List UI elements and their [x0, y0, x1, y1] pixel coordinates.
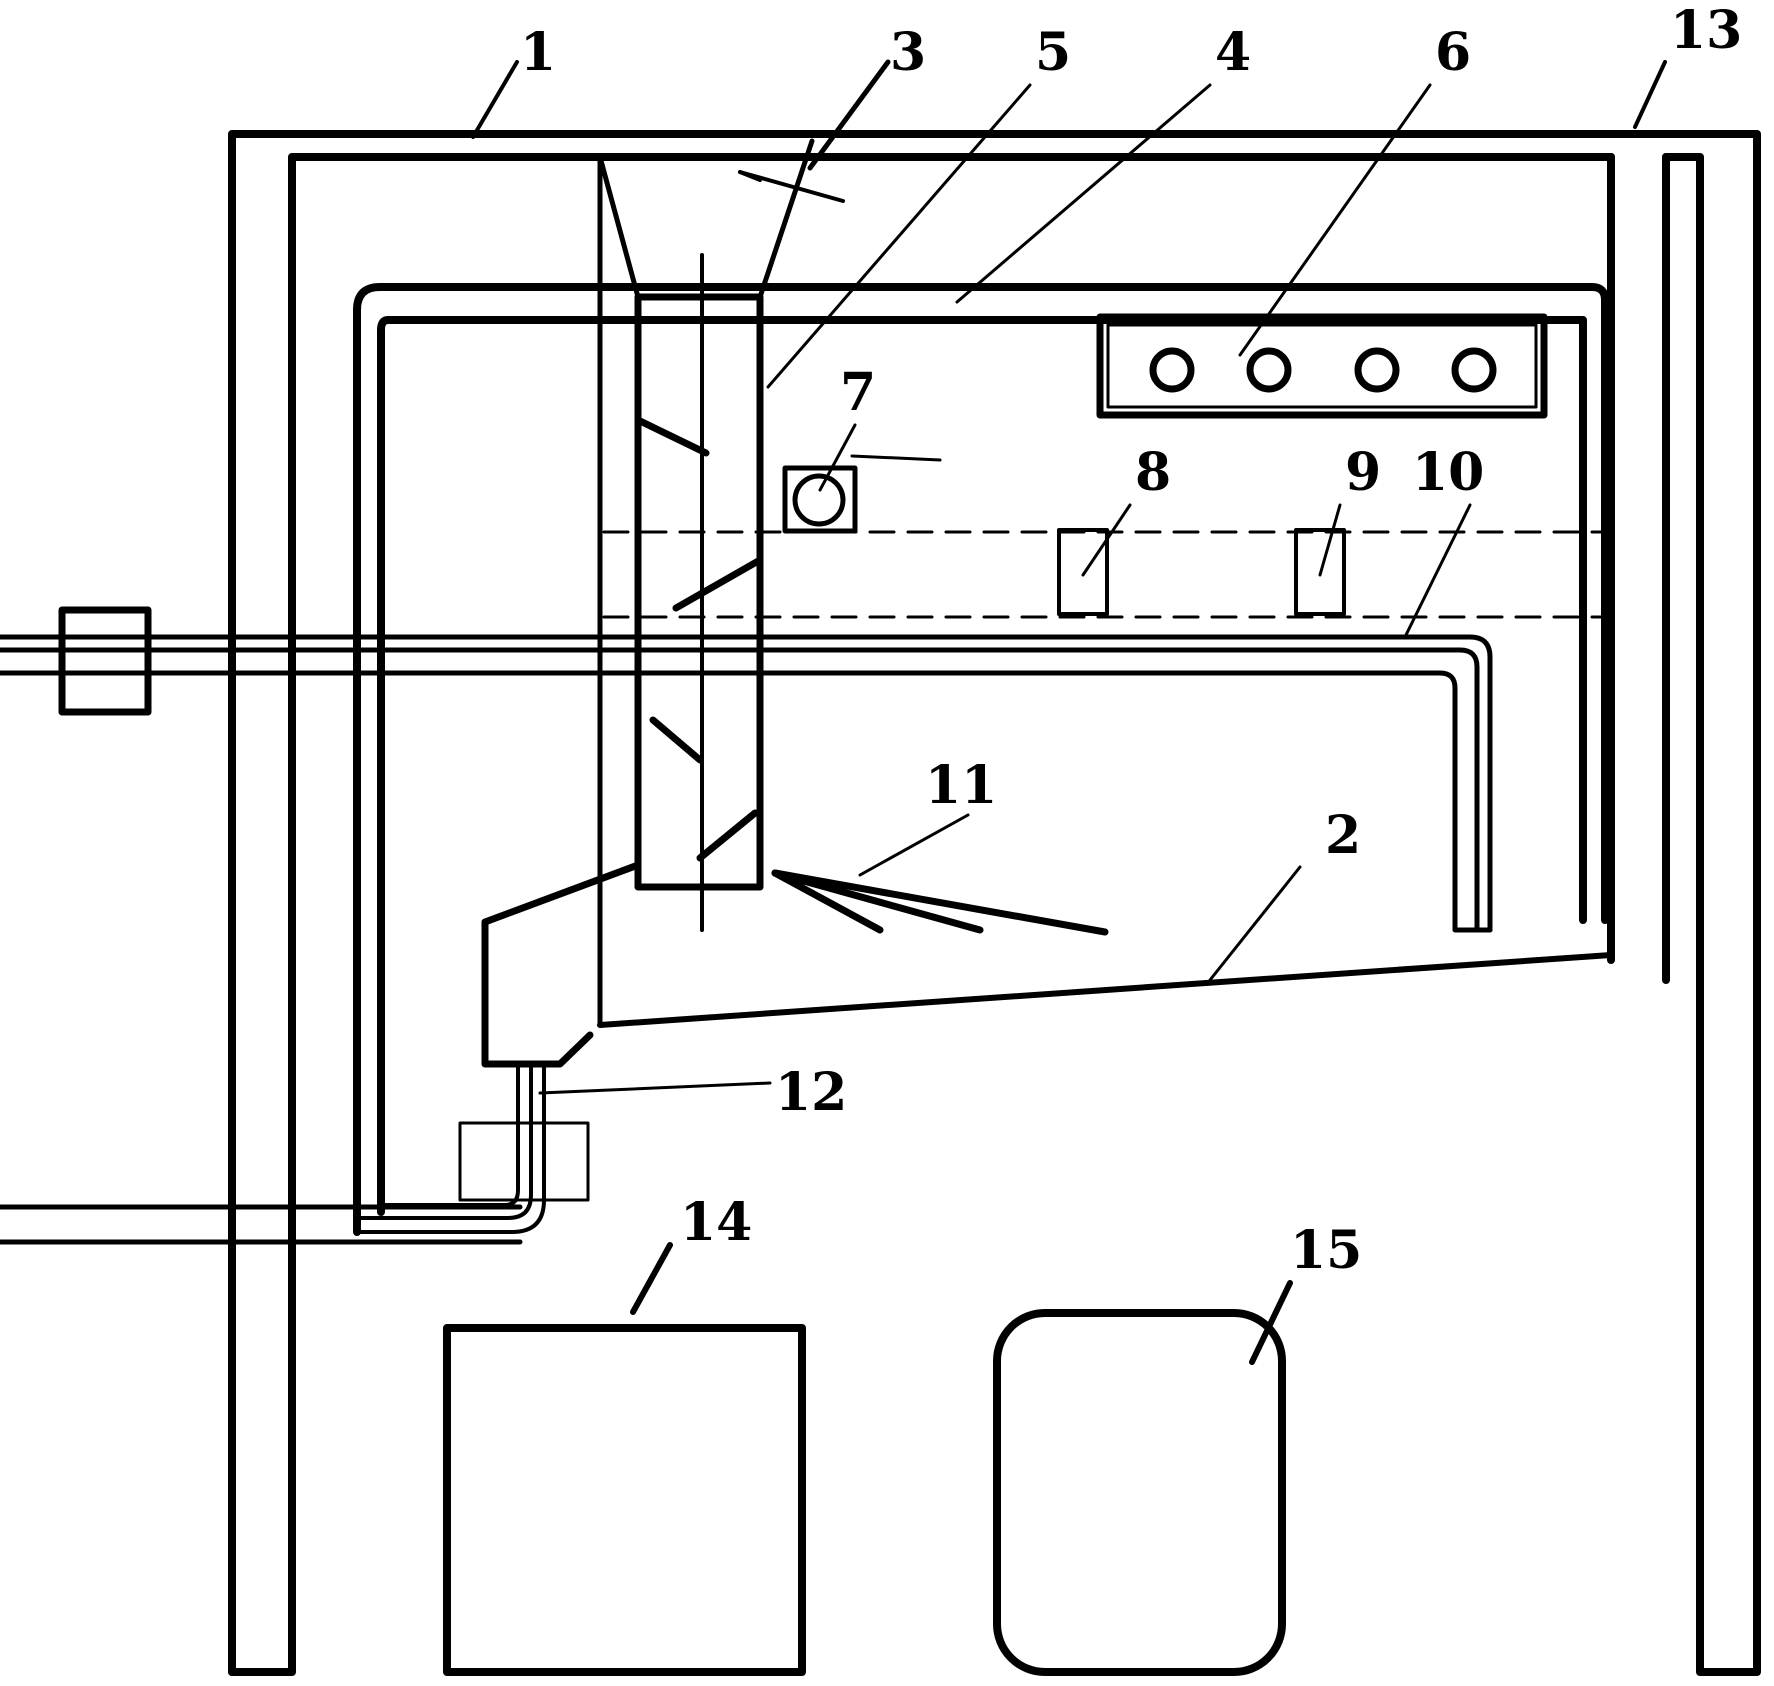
- label-6: 6: [1435, 22, 1471, 83]
- label-8: 8: [1135, 442, 1171, 503]
- label-14: 14: [680, 1192, 752, 1253]
- fan-blades: [771, 869, 1109, 936]
- box-15: [993, 1309, 1286, 1676]
- feeder: [597, 138, 845, 300]
- label-12: 12: [775, 1062, 847, 1123]
- label-11: 11: [925, 755, 997, 816]
- label-9: 9: [1345, 442, 1381, 503]
- lower-housing: [355, 861, 642, 1234]
- sensor-box: [782, 465, 858, 534]
- bottom-pipe: [0, 1204, 523, 1245]
- control-panel: [1096, 313, 1548, 419]
- label-3: 3: [890, 22, 926, 83]
- label-4: 4: [1215, 22, 1251, 83]
- label-7: 7: [840, 362, 876, 423]
- leader-lines: [471, 59, 1667, 1365]
- blocks: [1057, 528, 1346, 616]
- label-15: 15: [1290, 1220, 1362, 1281]
- label-10: 10: [1412, 442, 1484, 503]
- frame: [228, 130, 1761, 1676]
- number-labels: 1 2 3 4 5 6 7 8 9 10 11 12 13 14 15: [520, 0, 1742, 1281]
- label-13: 13: [1670, 0, 1742, 61]
- inner-loop: [353, 283, 1609, 1236]
- column: [634, 253, 764, 932]
- label-5: 5: [1035, 22, 1071, 83]
- horizontal-pipe: [0, 606, 1493, 933]
- label-1: 1: [520, 22, 556, 83]
- box-14: [443, 1324, 806, 1676]
- label-2: 2: [1325, 805, 1361, 866]
